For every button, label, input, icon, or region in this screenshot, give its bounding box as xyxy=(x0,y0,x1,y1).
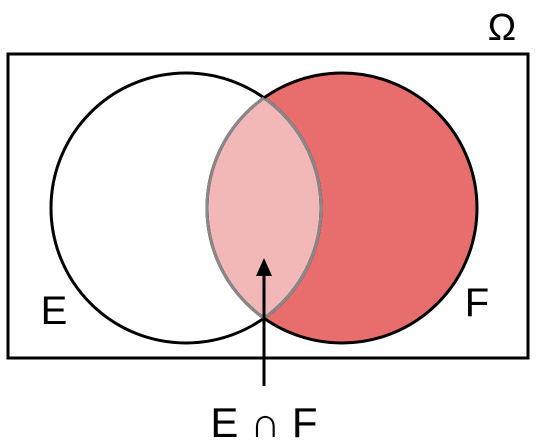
intersection-arrow-head xyxy=(256,258,272,276)
set-e-inner-arc xyxy=(207,73,323,343)
universe-label: Ω xyxy=(488,7,516,49)
set-f-label: F xyxy=(465,281,489,325)
set-e-label: E xyxy=(41,289,68,333)
universe-rectangle xyxy=(6,52,530,360)
intersection-label: E ∩ F xyxy=(210,399,317,445)
set-f-inner-arc xyxy=(205,73,321,343)
intersection-region xyxy=(207,73,321,343)
